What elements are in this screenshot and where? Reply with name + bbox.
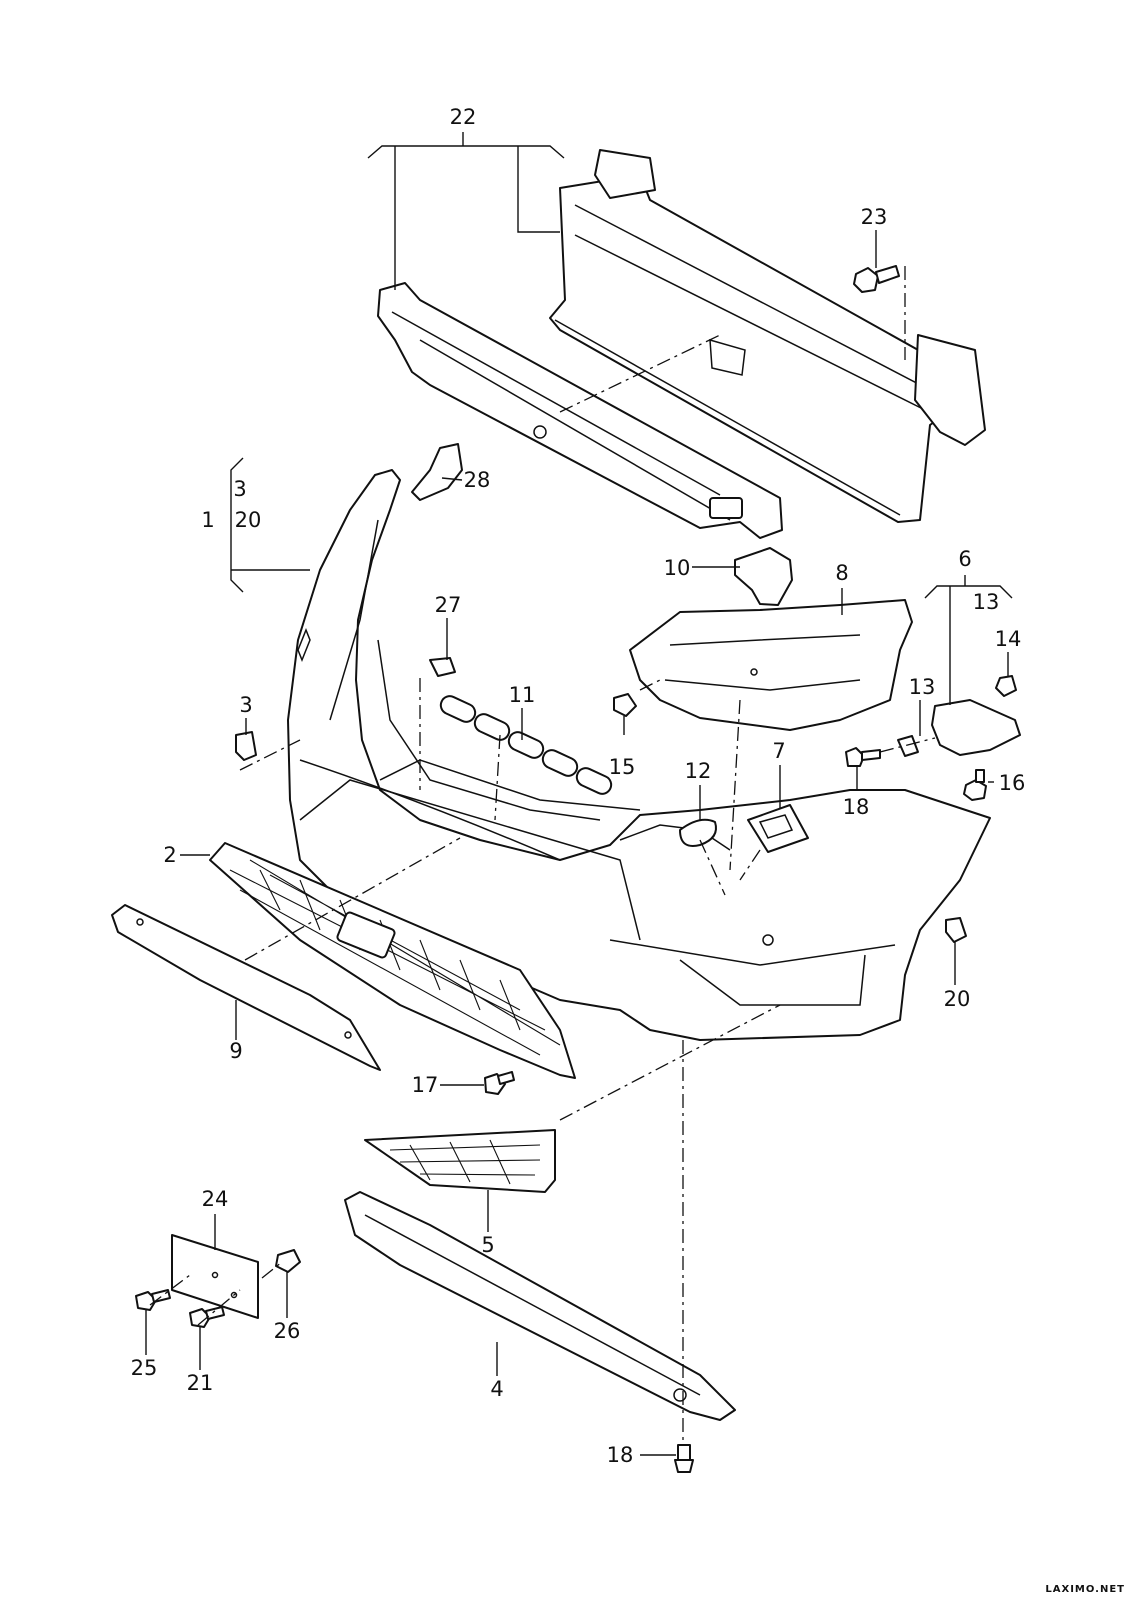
callout-20: 20 bbox=[235, 508, 262, 532]
callout-labels: 22 23 28 3 1 20 27 3 11 10 8 6 13 14 13 … bbox=[131, 105, 1026, 1467]
callout-28: 28 bbox=[464, 468, 491, 492]
part-13-spacer bbox=[897, 735, 919, 757]
callout-18: 18 bbox=[843, 795, 870, 819]
part-18-bolt-upper bbox=[845, 747, 881, 767]
part-23-plate-holder bbox=[171, 1234, 259, 1319]
part-14-clip bbox=[995, 675, 1017, 697]
part-6-side-bracket bbox=[931, 699, 1021, 756]
part-25-nut bbox=[275, 1249, 301, 1273]
part-7-cap bbox=[747, 804, 809, 853]
callout-23: 24 bbox=[202, 1187, 229, 1211]
callout-18: 18 bbox=[607, 1443, 634, 1467]
callout-13: 13 bbox=[909, 675, 936, 699]
part-17-screw bbox=[484, 1071, 515, 1095]
callout-4: 4 bbox=[490, 1377, 503, 1401]
part-5-lower-grille bbox=[364, 1129, 556, 1193]
part-21-carrier bbox=[377, 149, 986, 539]
part-15-clip bbox=[613, 693, 637, 717]
callout-5: 5 bbox=[481, 1233, 494, 1257]
callout-3: 3 bbox=[233, 477, 246, 501]
callout-2: 2 bbox=[163, 843, 176, 867]
part-20-clip bbox=[945, 917, 967, 943]
part-16-bolt bbox=[963, 769, 987, 801]
part-22-bolt bbox=[853, 265, 900, 293]
part-10-bracket bbox=[734, 547, 793, 606]
callout-20: 20 bbox=[944, 987, 971, 1011]
assembly-lines bbox=[149, 266, 936, 1440]
part-4-spoiler bbox=[344, 1191, 736, 1421]
callout-9: 9 bbox=[229, 1039, 242, 1063]
callout-24: 21 bbox=[187, 1371, 214, 1395]
callout-25: 26 bbox=[274, 1319, 301, 1343]
part-9-strip bbox=[111, 904, 381, 1071]
watermark: LAXIMO.NET bbox=[1045, 1584, 1125, 1595]
callout-12: 12 bbox=[685, 759, 712, 783]
callout-11: 11 bbox=[509, 683, 536, 707]
callout-14: 14 bbox=[995, 627, 1022, 651]
callout-16: 16 bbox=[999, 771, 1026, 795]
part-11-trim-strip bbox=[439, 695, 613, 795]
part-26-screw bbox=[135, 1289, 171, 1311]
callout-15: 15 bbox=[609, 755, 636, 779]
callout-1: 1 bbox=[201, 508, 214, 532]
callout-26: 25 bbox=[131, 1356, 158, 1380]
callout-13: 13 bbox=[973, 590, 1000, 614]
part-8-bracket bbox=[629, 599, 913, 731]
part-18-bolt-lower bbox=[674, 1444, 694, 1473]
part-1-bumper-cover bbox=[287, 469, 991, 1041]
part-3-clip bbox=[235, 731, 257, 761]
callout-8: 8 bbox=[835, 561, 848, 585]
callout-22: 23 bbox=[861, 205, 888, 229]
leader-lines bbox=[145, 132, 1013, 1456]
part-2-grille bbox=[209, 842, 576, 1079]
callout-21: 22 bbox=[450, 105, 477, 129]
part-28-bracket bbox=[411, 443, 463, 501]
part-24-screw bbox=[189, 1306, 225, 1328]
part-12-cap bbox=[679, 818, 717, 847]
callout-7: 7 bbox=[772, 739, 785, 763]
callout-27: 27 bbox=[435, 593, 462, 617]
callout-17: 17 bbox=[412, 1073, 439, 1097]
callout-6: 6 bbox=[958, 547, 971, 571]
callout-10: 10 bbox=[664, 556, 691, 580]
part-27-clip bbox=[429, 657, 456, 677]
callout-3: 3 bbox=[239, 693, 252, 717]
